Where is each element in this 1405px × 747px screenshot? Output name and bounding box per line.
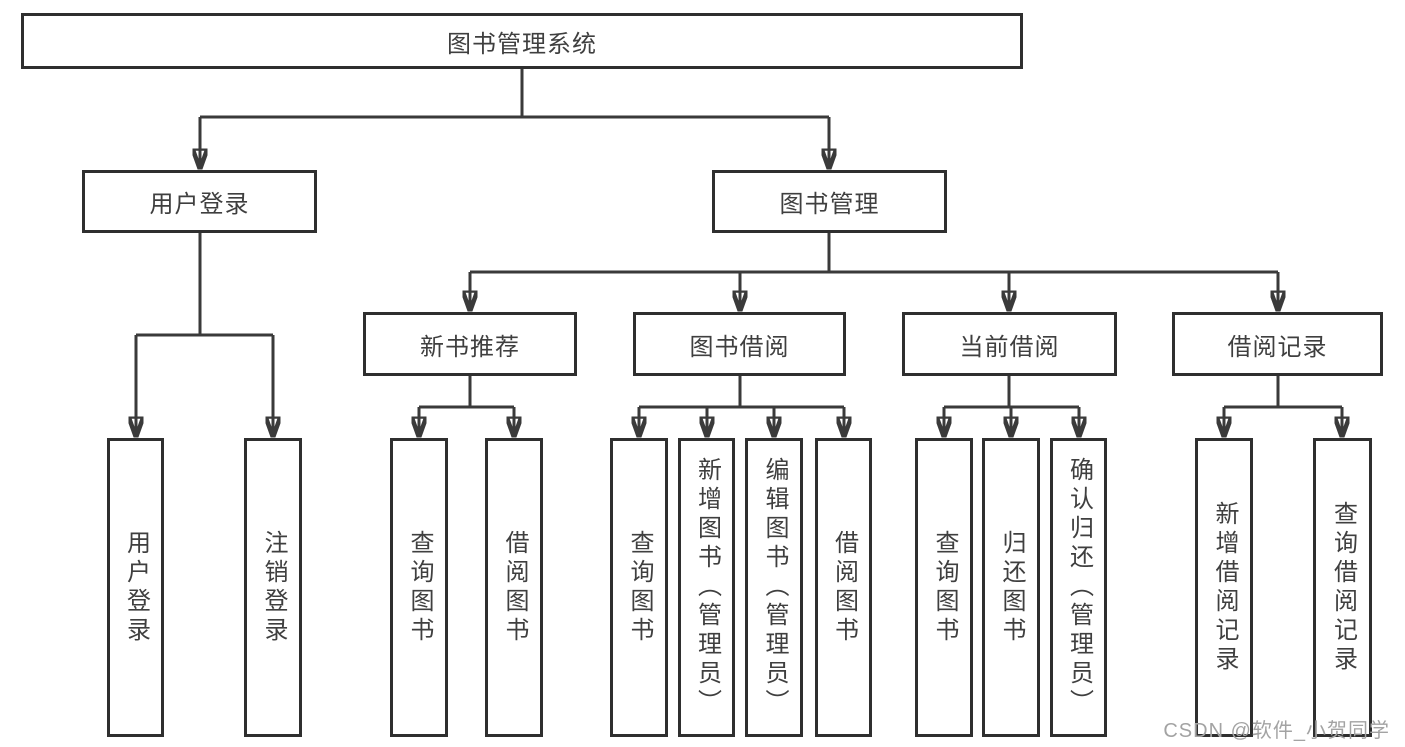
node-borrow-records-label: 借阅记录 [1227, 333, 1328, 361]
leaf-newbooks-borrow-label: 借阅图书 [501, 529, 528, 646]
leaf-records-add: 新增借阅记录 [1195, 438, 1253, 737]
leaf-borrowing-edit: 编辑图书（管理员） [745, 438, 803, 737]
node-current-borrowing: 当前借阅 [902, 312, 1117, 376]
leaf-newbooks-query-label: 查询图书 [406, 529, 433, 646]
leaf-records-query-label: 查询借阅记录 [1329, 500, 1357, 675]
leaf-logout-label: 注销登录 [260, 529, 287, 646]
leaf-records-add-label: 新增借阅记录 [1211, 500, 1238, 675]
leaf-current-return: 归还图书 [982, 438, 1040, 737]
leaf-records-query: 查询借阅记录 [1313, 438, 1372, 737]
node-borrow-records: 借阅记录 [1172, 312, 1383, 376]
leaf-logout: 注销登录 [244, 438, 302, 737]
node-book-mgmt-group: 图书管理 [712, 170, 947, 233]
leaf-borrowing-query-label: 查询图书 [626, 529, 653, 646]
leaf-current-confirm-label: 确认归还（管理员） [1065, 457, 1093, 718]
node-root-label: 图书管理系统 [447, 30, 597, 58]
leaf-current-return-label: 归还图书 [998, 529, 1025, 646]
node-book-borrowing: 图书借阅 [633, 312, 846, 376]
node-new-book-recommend: 新书推荐 [363, 312, 577, 376]
leaf-borrowing-query: 查询图书 [610, 438, 668, 737]
leaf-newbooks-borrow: 借阅图书 [485, 438, 543, 737]
leaf-borrowing-borrow: 借阅图书 [815, 438, 872, 737]
node-book-mgmt-group-label: 图书管理 [779, 191, 880, 218]
node-new-book-recommend-label: 新书推荐 [420, 333, 520, 361]
node-user-login-group-label: 用户登录 [149, 191, 250, 218]
leaf-borrowing-borrow-label: 借阅图书 [830, 529, 858, 646]
node-current-borrowing-label: 当前借阅 [959, 333, 1060, 361]
leaf-user-login-label: 用户登录 [122, 529, 150, 646]
node-root: 图书管理系统 [21, 13, 1023, 69]
leaf-current-query: 查询图书 [915, 438, 973, 737]
csdn-watermark: CSDN @软件_小贺同学 [1163, 720, 1390, 742]
leaf-current-query-label: 查询图书 [931, 529, 958, 646]
node-user-login-group: 用户登录 [82, 170, 317, 233]
node-book-borrowing-label: 图书借阅 [689, 333, 790, 361]
leaf-borrowing-add-label: 新增图书（管理员） [693, 457, 721, 718]
leaf-user-login: 用户登录 [107, 438, 164, 737]
leaf-borrowing-edit-label: 编辑图书（管理员） [761, 457, 788, 718]
leaf-newbooks-query: 查询图书 [390, 438, 448, 737]
leaf-current-confirm: 确认归还（管理员） [1050, 438, 1107, 737]
leaf-borrowing-add: 新增图书（管理员） [678, 438, 735, 737]
